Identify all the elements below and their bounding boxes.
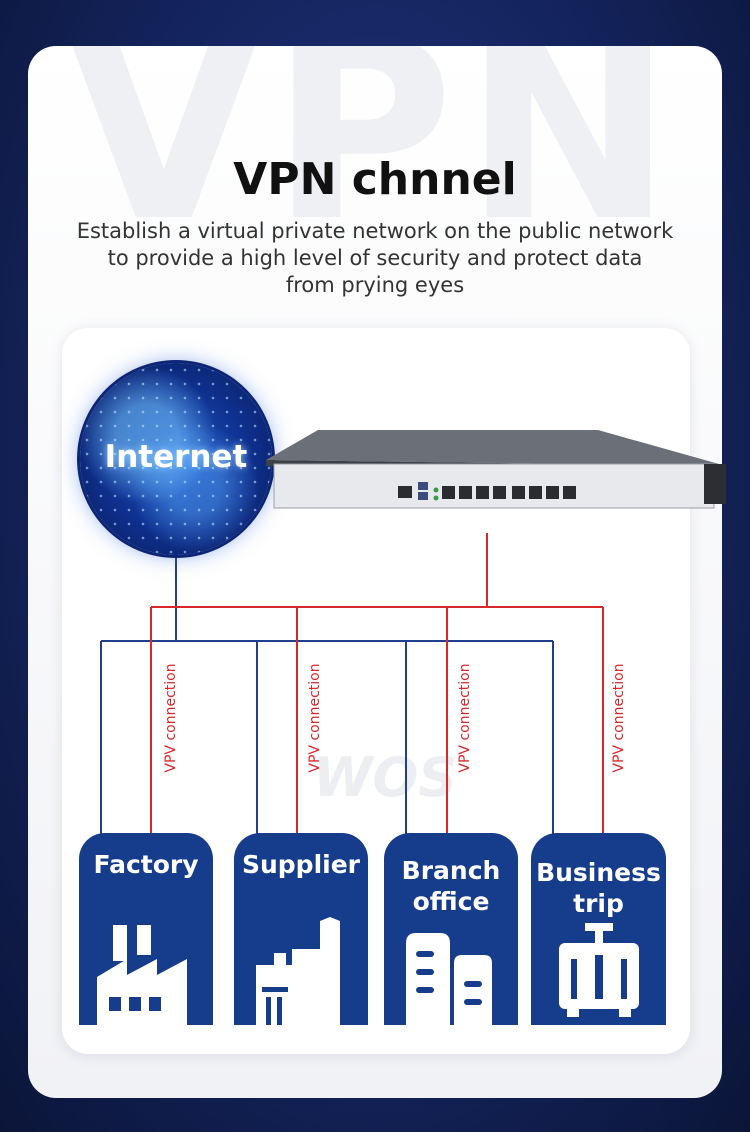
- site-branch-office-label-line-1: Branch: [401, 856, 501, 885]
- network-appliance-icon: [266, 430, 726, 509]
- vpn-connection-label-2: VPV connection: [307, 663, 323, 773]
- site-branch-office: Branch office: [384, 833, 518, 1025]
- site-supplier-label: Supplier: [241, 850, 361, 879]
- subtitle-line-2: to provide a high level of security and …: [107, 246, 643, 270]
- building-icon: [256, 917, 340, 1025]
- brand-watermark: WOS: [312, 746, 458, 809]
- background-watermark: VPN: [67, 46, 683, 276]
- site-branch-office-label-line-2: office: [412, 887, 490, 916]
- site-business-trip-label-line-2: trip: [573, 889, 624, 918]
- site-factory: Factory: [79, 833, 213, 1025]
- site-business-trip-label-line-1: Business: [536, 858, 661, 887]
- page-title: VPN chnnel: [233, 154, 517, 205]
- subtitle-line-3: from prying eyes: [285, 273, 465, 297]
- globe-dots: [80, 363, 272, 555]
- subtitle-line-1: Establish a virtual private network on t…: [76, 219, 674, 243]
- internet-lines: [100, 555, 554, 836]
- site-factory-label: Factory: [93, 850, 199, 879]
- luggage-icon: [559, 923, 639, 1017]
- factory-icon: [97, 925, 187, 1025]
- internet-label: Internet: [104, 439, 248, 475]
- internet-globe-icon: Internet: [80, 363, 272, 555]
- site-business-trip: Business trip: [531, 833, 666, 1025]
- office-icon: [406, 933, 492, 1025]
- site-business-trip-label: Business trip: [531, 857, 666, 919]
- vpn-connection-label-1: VPV connection: [163, 663, 179, 773]
- site-supplier: Supplier: [234, 833, 368, 1025]
- vpn-connection-label-4: VPV connection: [611, 663, 627, 773]
- page-subtitle: Establish a virtual private network on t…: [48, 218, 702, 299]
- site-branch-office-label: Branch office: [384, 855, 518, 917]
- vpn-connection-label-3: VPV connection: [457, 663, 473, 773]
- vpn-lines: [150, 533, 604, 836]
